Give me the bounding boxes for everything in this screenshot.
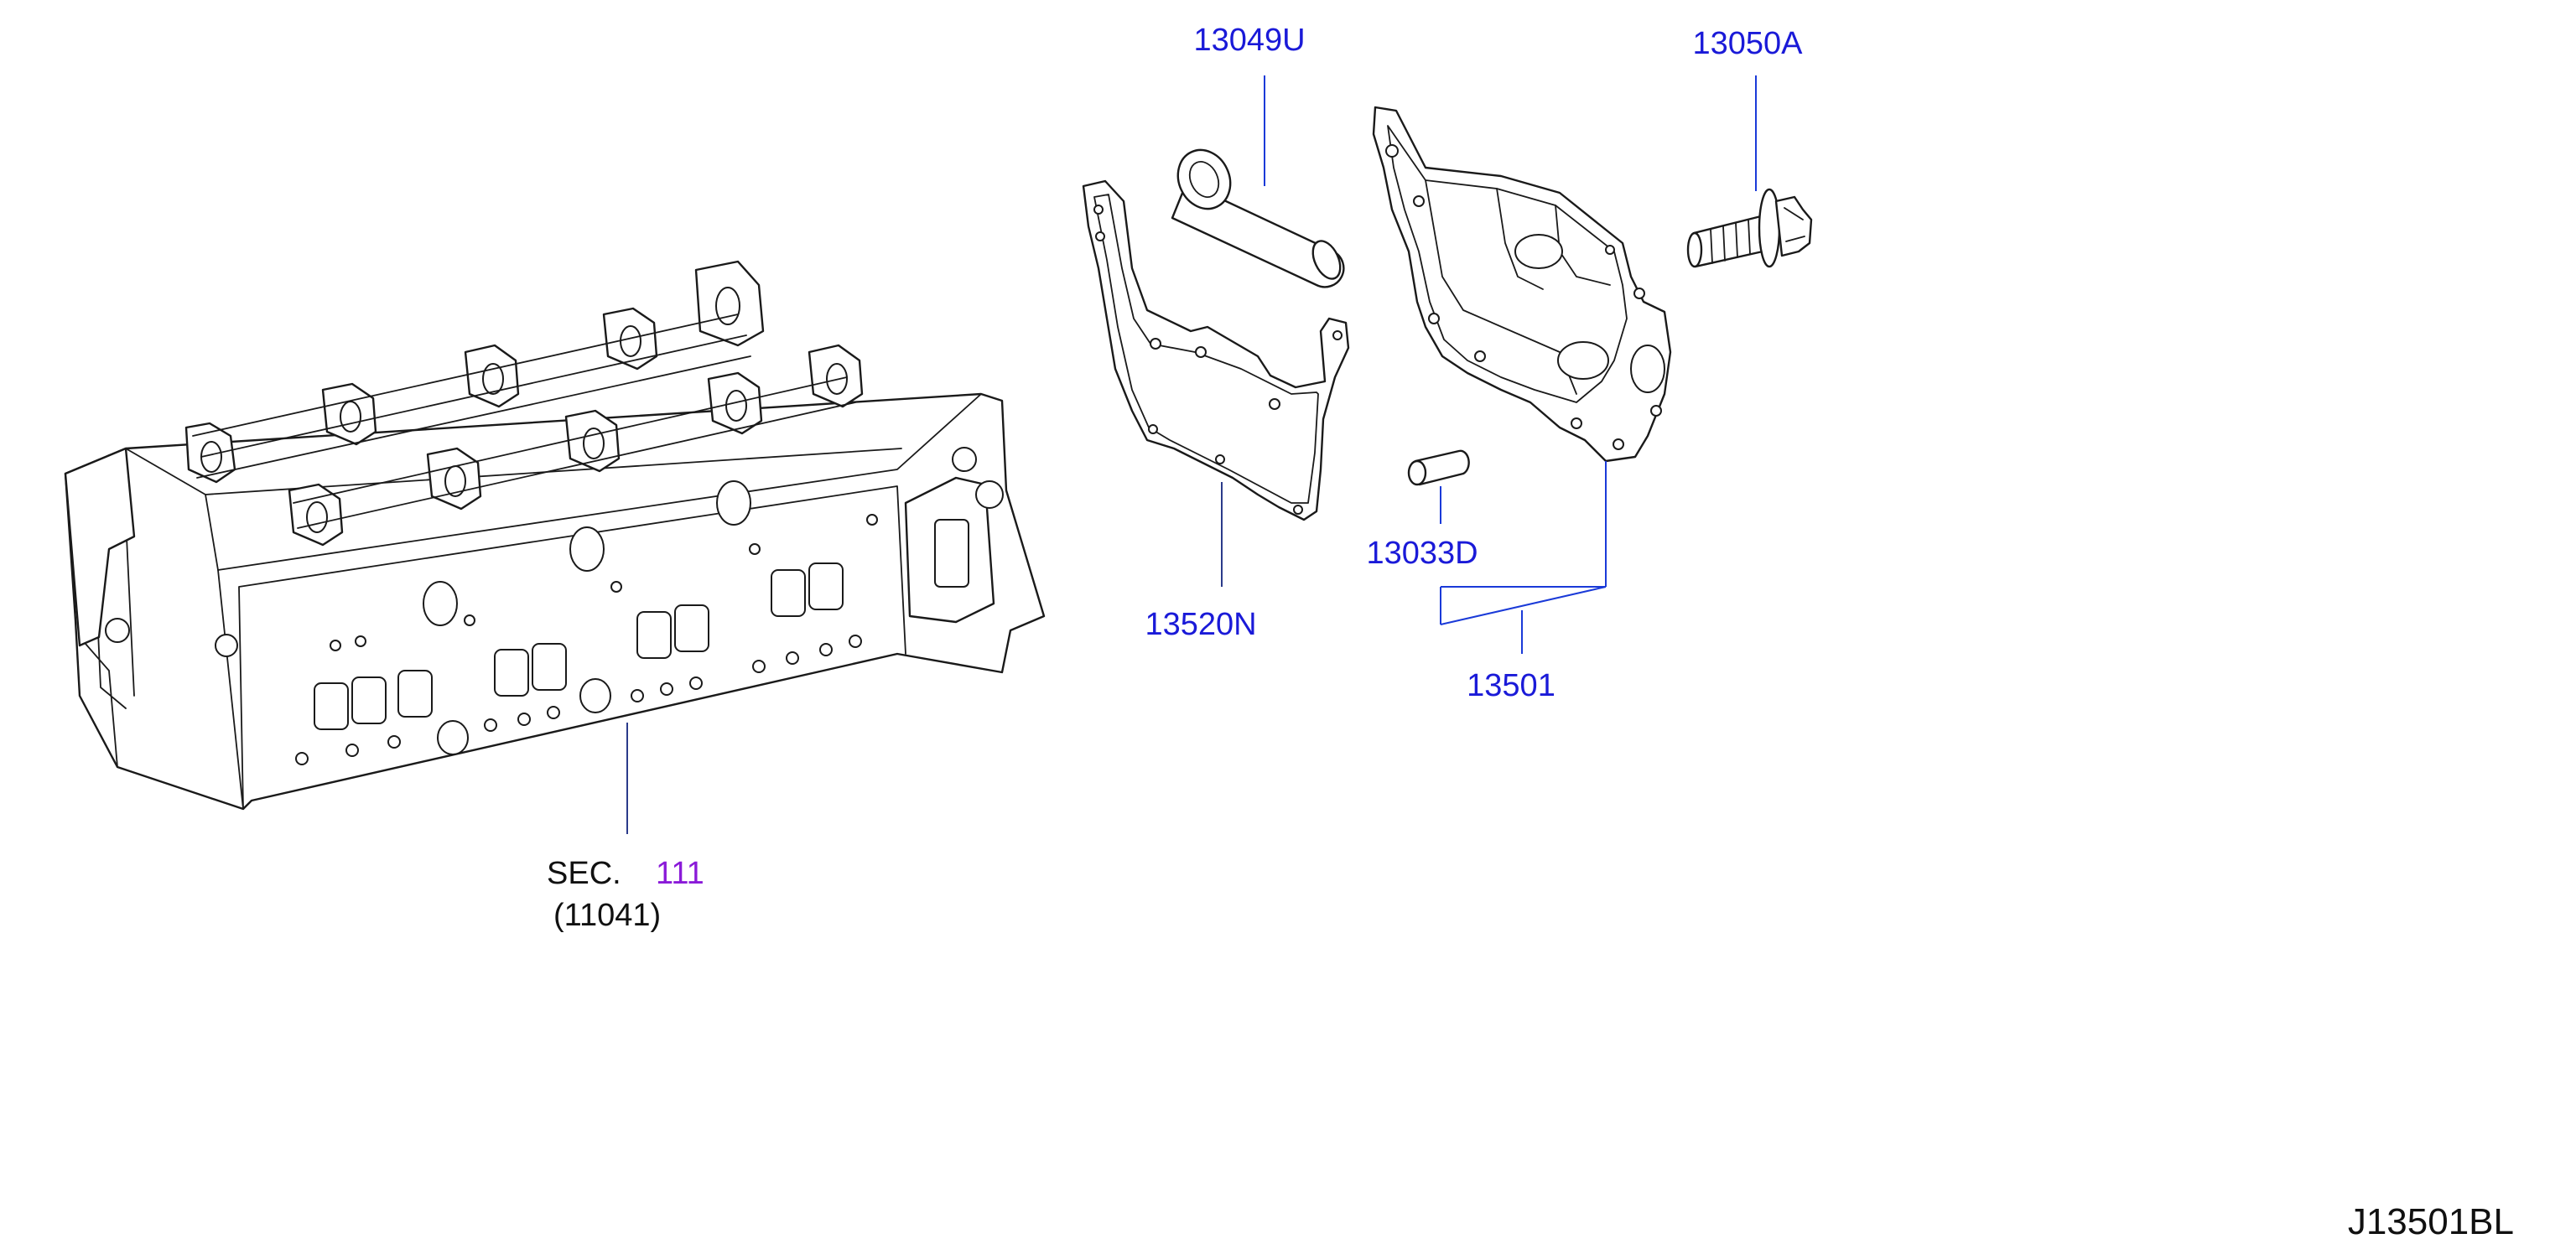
section-ref-sub: (11041) — [553, 898, 661, 933]
section-ref-prefix: SEC. — [547, 856, 621, 891]
part-label-13033d[interactable]: 13033D — [1366, 536, 1478, 571]
cover-13501-drawing — [1372, 106, 1672, 463]
section-ref-number[interactable]: 111 — [656, 856, 704, 891]
drawing-code: J13501BL — [2348, 1201, 2514, 1242]
part-label-13049u[interactable]: 13049U — [1193, 23, 1305, 58]
dowel-13033d-drawing — [1407, 449, 1470, 486]
cylinder-head-drawing — [64, 260, 1046, 811]
part-label-13520n[interactable]: 13520N — [1145, 607, 1256, 642]
gasket-13520n-drawing — [1082, 179, 1350, 521]
part-label-13501[interactable]: 13501 — [1467, 668, 1555, 703]
leader-bracket-13501 — [1440, 461, 1607, 654]
pipe-13049u-drawing — [1171, 148, 1345, 288]
part-label-13050a[interactable]: 13050A — [1692, 26, 1803, 61]
bolt-13050a-drawing — [1686, 188, 1813, 268]
